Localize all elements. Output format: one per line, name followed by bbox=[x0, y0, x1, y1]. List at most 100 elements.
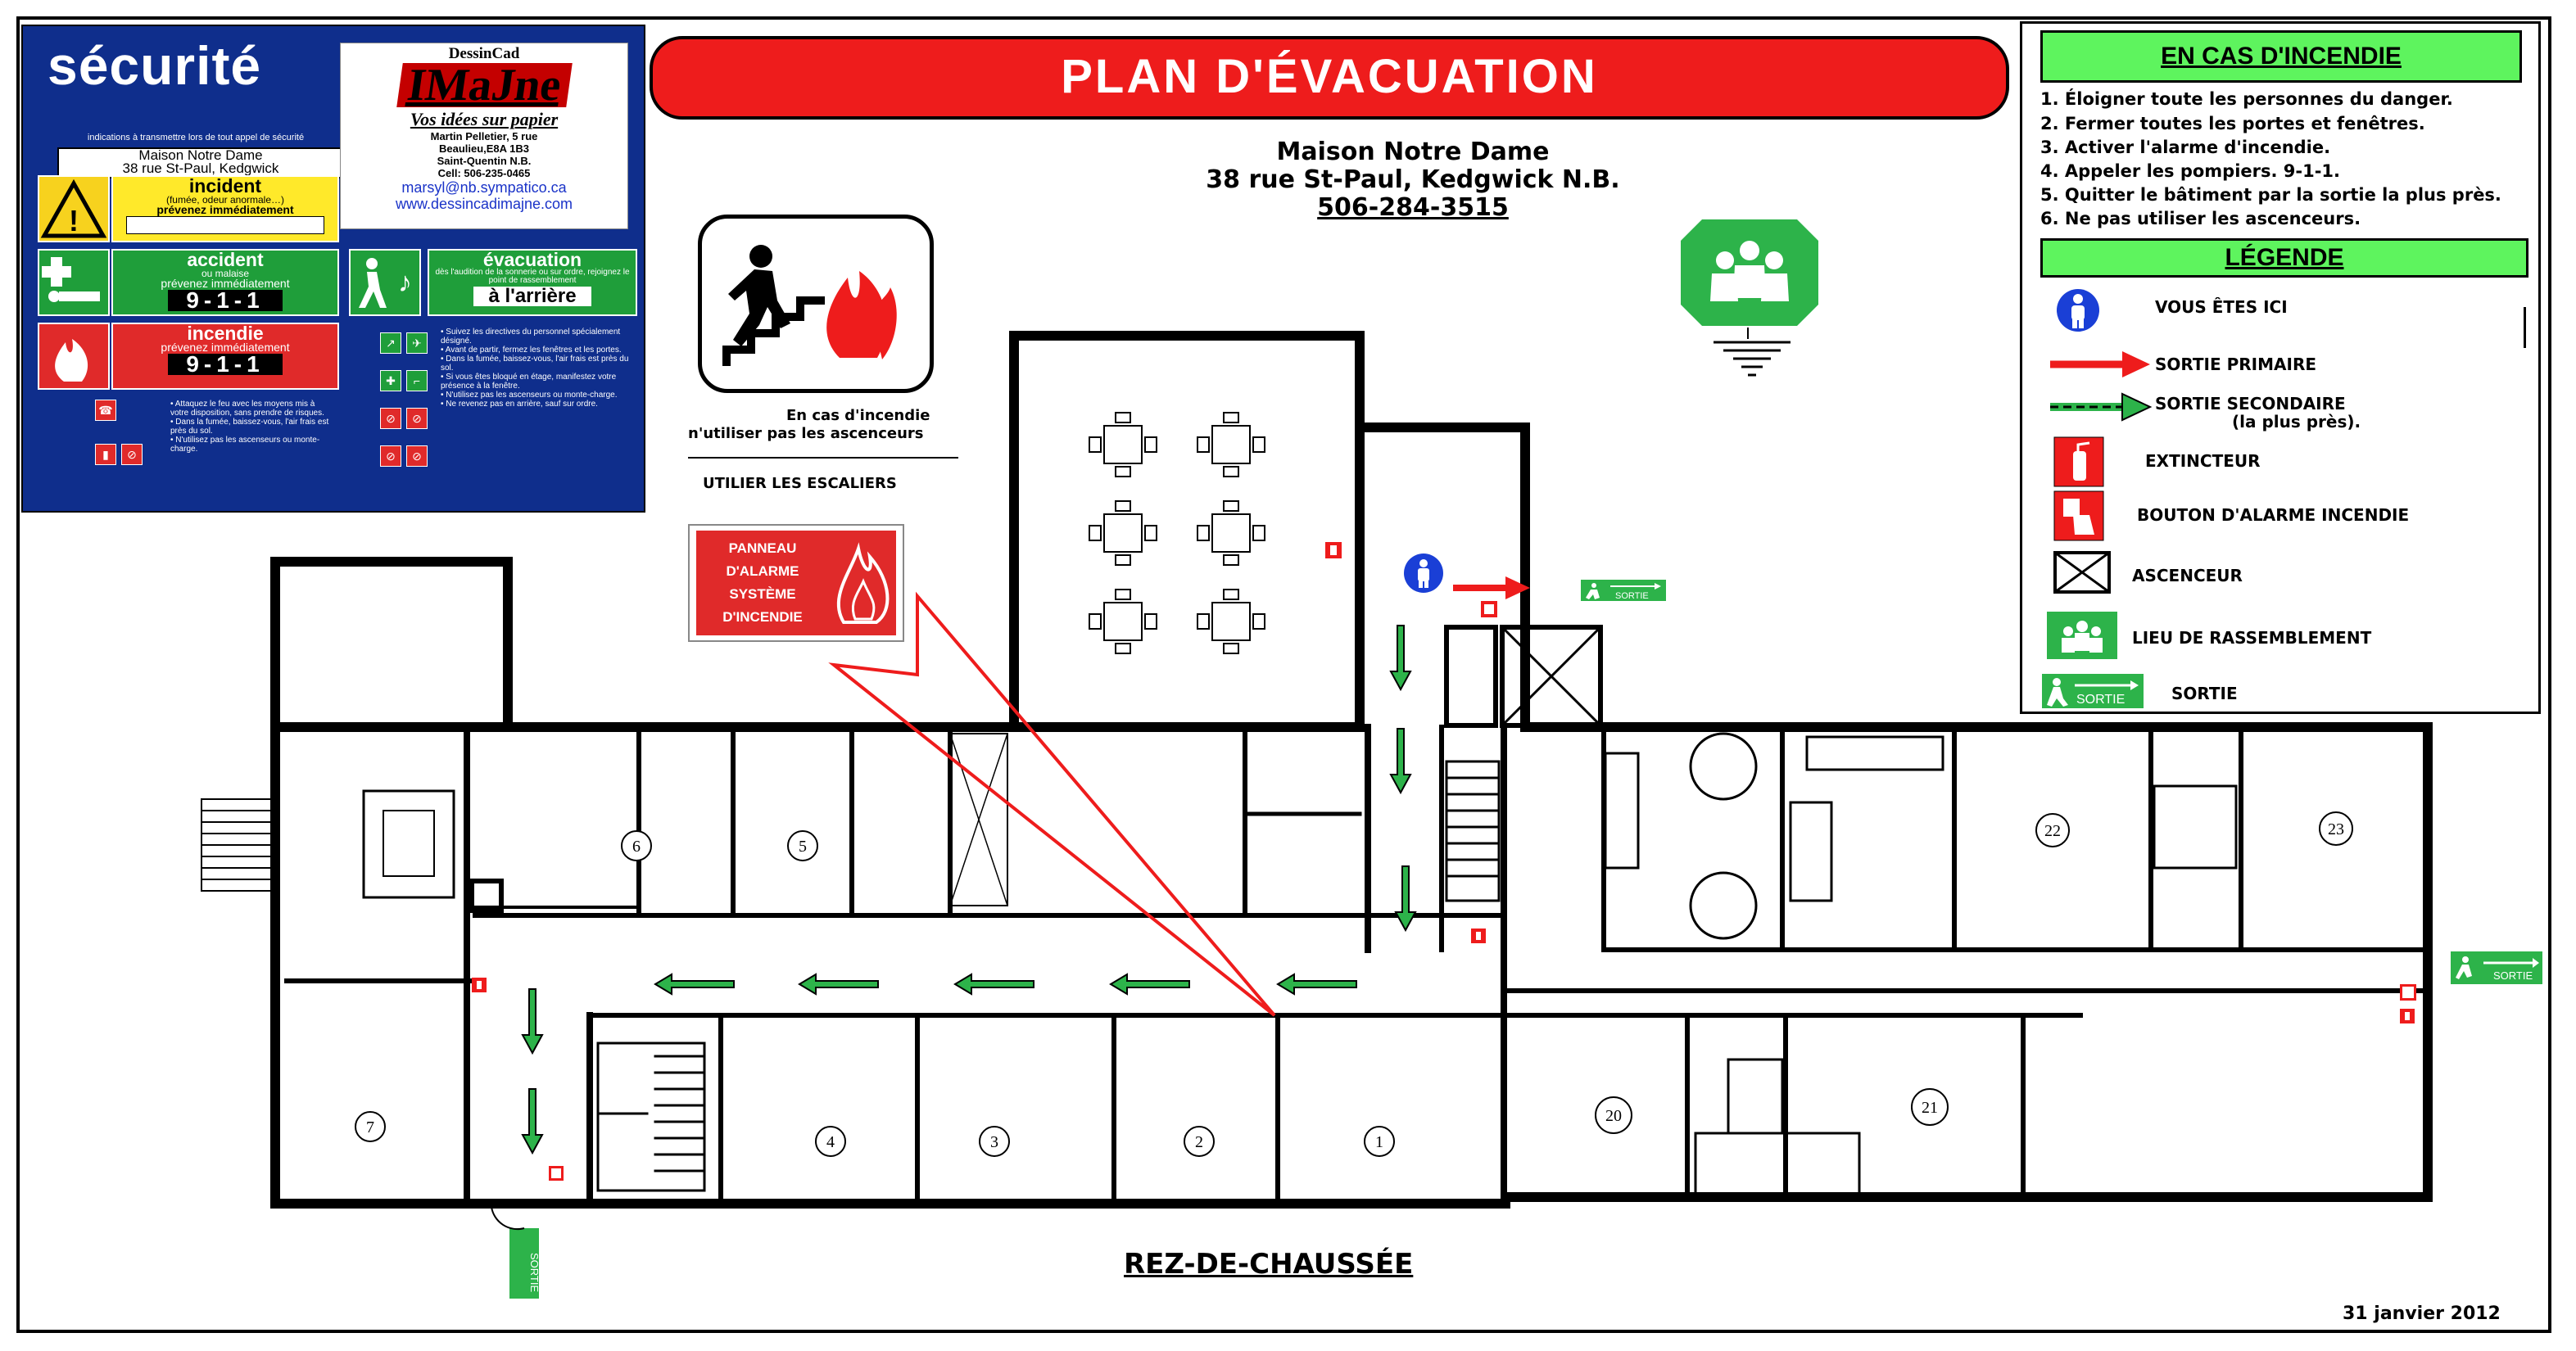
outside-stairs bbox=[201, 798, 276, 892]
page-frame bbox=[16, 16, 2551, 1333]
divider bbox=[688, 457, 958, 459]
legend-label-exit: SORTIE bbox=[2171, 684, 2238, 703]
green-arrow bbox=[654, 973, 735, 996]
primary-exit-arrow bbox=[1453, 576, 1530, 599]
svg-text:1: 1 bbox=[1375, 1133, 1383, 1151]
brand-top: DessinCad bbox=[448, 45, 520, 62]
accident-box: accident ou malaise prévenez immédiateme… bbox=[111, 249, 339, 316]
bath-fixture bbox=[1604, 752, 1640, 870]
elevator-x2 bbox=[1503, 628, 1600, 725]
first-aid-small-icon: ✚ bbox=[380, 370, 401, 391]
no-water-icon: ⊘ bbox=[121, 444, 143, 465]
counter-2 bbox=[1789, 801, 1833, 902]
legend-label-assembly: LIEU DE RASSEMBLEMENT bbox=[2132, 628, 2372, 648]
room-2: 2 bbox=[1184, 1126, 1215, 1157]
green-arrow-icon bbox=[2050, 392, 2153, 422]
exit-sign-north: SORTIE bbox=[1581, 580, 1666, 601]
legend-label-extinguisher: EXTINCTEUR bbox=[2145, 451, 2261, 471]
svg-text:SORTIE: SORTIE bbox=[2493, 969, 2533, 982]
green-arrow bbox=[1276, 973, 1357, 996]
alarm-button-icon bbox=[2053, 490, 2104, 541]
exit-sign-text: SORTIE bbox=[2076, 693, 2125, 707]
plan-date: 31 janvier 2012 bbox=[2343, 1304, 2501, 1324]
exit-sign-south: SORTIE bbox=[509, 1228, 541, 1299]
evacuation-route-icon: ↗ bbox=[380, 332, 401, 354]
tub-2 bbox=[1689, 871, 1758, 940]
closet-box bbox=[469, 879, 504, 913]
table bbox=[1089, 589, 1157, 654]
room-5: 5 bbox=[787, 830, 818, 861]
stairs-sign-line1: En cas d'incendie bbox=[786, 407, 930, 424]
tub-1 bbox=[1689, 732, 1758, 801]
email-text: marsyl@nb.sympatico.ca bbox=[401, 179, 567, 196]
room-3: 3 bbox=[979, 1126, 1010, 1157]
instruction-6: 6. Ne pas utiliser les ascenceurs. bbox=[2040, 209, 2361, 228]
alarm-small-icon: ☎ bbox=[95, 400, 116, 421]
dining-hall bbox=[1009, 331, 1365, 732]
svg-text:5: 5 bbox=[799, 838, 807, 856]
bed bbox=[362, 789, 455, 899]
tips-left: • Attaquez le feu avec les moyens mis à … bbox=[170, 400, 329, 454]
door-south bbox=[491, 1206, 525, 1231]
green-arrow bbox=[953, 973, 1034, 996]
table bbox=[1197, 412, 1265, 477]
website-text: www.dessincadimajne.com bbox=[395, 196, 573, 212]
legend-label-elevator: ASCENCEUR bbox=[2132, 566, 2243, 585]
floor-label: REZ-DE-CHAUSSÉE bbox=[1124, 1248, 1414, 1281]
bath-21-a bbox=[1727, 1058, 1784, 1135]
service-room bbox=[1444, 625, 1498, 728]
no-entry-icon: ⊘ bbox=[406, 445, 428, 467]
you-are-here-icon bbox=[2057, 289, 2099, 332]
warning-icon: ! bbox=[38, 175, 110, 242]
elevator-shaft bbox=[1500, 625, 1603, 728]
bath-23 bbox=[2153, 784, 2238, 870]
room-6: 6 bbox=[621, 830, 652, 861]
legend-label-secondary-exit-note: (la plus près). bbox=[2232, 412, 2361, 432]
svg-text:♪: ♪ bbox=[398, 267, 412, 298]
stairs-sign-icon bbox=[698, 215, 934, 393]
diag-room bbox=[949, 733, 1008, 906]
running-man-icon: ✈ bbox=[406, 332, 428, 354]
green-arrow bbox=[1109, 973, 1190, 996]
no-elevator-icon: ⊘ bbox=[406, 408, 428, 429]
security-note: indications à transmettre lors de tout a… bbox=[87, 133, 305, 142]
you-are-here-marker bbox=[1404, 554, 1443, 593]
fire-instructions-header: EN CAS D'INCENDIE bbox=[2040, 30, 2522, 83]
first-aid-icon bbox=[38, 249, 110, 316]
room-7: 7 bbox=[355, 1111, 386, 1142]
stairs-sign-line3: UTILIER LES ESCALIERS bbox=[703, 475, 897, 492]
alarm-panel-sign: PANNEAU D'ALARME SYSTÈME D'INCENDIE bbox=[688, 524, 904, 642]
svg-text:SORTIE: SORTIE bbox=[1615, 591, 1649, 601]
table bbox=[1089, 500, 1157, 566]
security-title: sécurité bbox=[48, 35, 262, 96]
no-fire-icon: ⊘ bbox=[380, 445, 401, 467]
alarm-button-markers bbox=[549, 601, 2416, 1181]
green-arrow bbox=[521, 1088, 544, 1155]
building-phone: 506-284-3515 bbox=[1317, 193, 1509, 222]
table bbox=[1197, 500, 1265, 566]
stairs-sign-line2: n'utiliser pas les ascenceurs bbox=[688, 425, 924, 442]
dining-tables bbox=[1089, 412, 1265, 654]
legend-label-primary-exit: SORTIE PRIMAIRE bbox=[2155, 355, 2317, 374]
legend-panel: EN CAS D'INCENDIE 1. Éloigner toute les … bbox=[2020, 21, 2541, 714]
kitchen-counter bbox=[1805, 735, 1944, 771]
svg-text:22: 22 bbox=[2044, 822, 2061, 840]
flame-icon bbox=[38, 323, 110, 390]
closet bbox=[383, 810, 435, 877]
legend-label-you-are-here: VOUS ÊTES ICI bbox=[2155, 297, 2288, 317]
red-arrow-icon bbox=[2050, 351, 2150, 377]
svg-text:3: 3 bbox=[990, 1133, 998, 1151]
page-title: PLAN D'ÉVACUATION bbox=[650, 36, 2009, 120]
bath-21-b bbox=[1694, 1132, 1861, 1200]
assembly-ground-icon bbox=[1714, 328, 1791, 377]
green-arrow bbox=[798, 973, 879, 996]
table bbox=[1197, 589, 1265, 654]
svg-text:7: 7 bbox=[366, 1118, 374, 1136]
stairs-small-icon: ⌐ bbox=[406, 370, 428, 391]
extinguisher-small-icon: ▮ bbox=[95, 444, 116, 465]
extinguisher-markers bbox=[472, 542, 2415, 1023]
stairs-left bbox=[596, 1041, 706, 1192]
evacuation-box: évacuation dès l'audition de la sonnerie… bbox=[428, 249, 637, 316]
room-20: 20 bbox=[1595, 1096, 1632, 1134]
svg-text:20: 20 bbox=[1605, 1107, 1622, 1125]
